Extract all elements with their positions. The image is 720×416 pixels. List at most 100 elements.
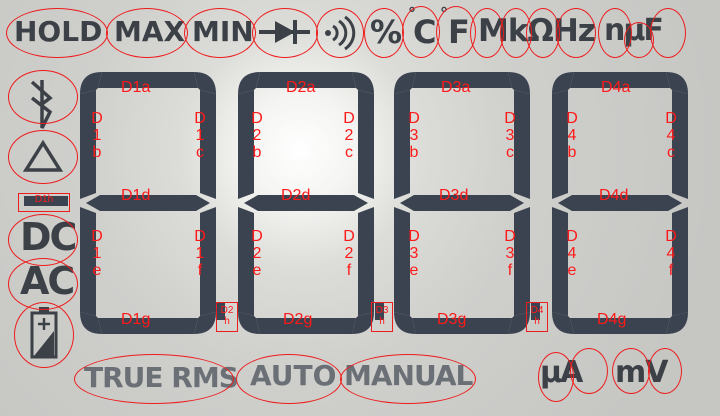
segment-label-d1g: D1g (121, 311, 151, 328)
segment-label-d3d: D3d (439, 187, 469, 204)
annotation-ellipse (556, 8, 596, 58)
segment-label-d2g: D2g (283, 311, 313, 328)
d1-segment-f (200, 207, 216, 316)
annotation-box (371, 302, 393, 332)
d2-segment-e (238, 207, 254, 316)
decimal-point-3 (531, 303, 540, 320)
d3-segment-a (412, 72, 512, 88)
annotation-ellipse (526, 8, 560, 58)
d4-segment-b (552, 90, 568, 199)
d2-segment-b (238, 90, 254, 199)
segment-label-d4a: D4a (601, 79, 631, 96)
annotation-ellipse (74, 354, 234, 404)
d1-segment-corner (80, 312, 102, 334)
d1h-segment (24, 196, 68, 206)
segment-label-d3a: D3a (441, 79, 471, 96)
d4-segment-d (558, 195, 682, 211)
d3-segment-c (514, 90, 530, 199)
d1-segment-corner (194, 72, 216, 94)
d3-segment-d (400, 195, 524, 211)
d1-segment-g (98, 318, 198, 334)
d3-segment-corner (508, 312, 530, 334)
d4-segment-corner (552, 72, 574, 94)
annotation-box (216, 302, 238, 332)
d3-segment-corner (394, 312, 416, 334)
d3-segment-f (514, 207, 530, 316)
annotation-ellipse (316, 8, 364, 58)
annotation-ellipse (6, 8, 108, 58)
d1-segment-b (80, 90, 96, 199)
segment-label-d2a: D2a (286, 79, 316, 96)
d3-segment-g (412, 318, 512, 334)
d1-segment-d (86, 195, 210, 211)
d3-segment-b (394, 90, 410, 199)
decimal-point-2 (375, 303, 384, 320)
decimal-point-1 (216, 303, 225, 320)
d1-segment-a (98, 72, 198, 88)
d4-segment-e (552, 207, 568, 316)
annotation-ellipse (650, 8, 686, 58)
d1-segment-e (80, 207, 96, 316)
annotation-ellipse (470, 8, 504, 58)
annotation-ellipse (612, 348, 650, 394)
d4-segment-f (672, 207, 688, 316)
d4-segment-corner (666, 72, 688, 94)
d3-segment-corner (508, 72, 530, 94)
d2-segment-corner (238, 72, 260, 94)
d2-segment-d (244, 195, 368, 211)
d3-segment-e (394, 207, 410, 316)
d1-segment-corner (194, 312, 216, 334)
d2-segment-a (256, 72, 356, 88)
segment-label-d3g: D3g (437, 311, 467, 328)
annotation-ellipse (14, 302, 74, 368)
annotation-ellipse (184, 8, 256, 58)
segment-label-d1a: D1a (121, 79, 151, 96)
d2-segment-f (358, 207, 374, 316)
segment-label-d4d: D4d (599, 187, 629, 204)
annotation-ellipse (236, 354, 342, 404)
annotation-ellipse (402, 6, 440, 58)
d3-segment-corner (394, 72, 416, 94)
annotation-ellipse (106, 8, 188, 58)
d4-segment-c (672, 90, 688, 199)
d4-segment-a (570, 72, 670, 88)
d1-segment-corner (80, 72, 102, 94)
d2-segment-g (256, 318, 356, 334)
segment-label-d1h: D1h (34, 194, 54, 205)
annotation-ellipse (364, 8, 404, 58)
annotation-ellipse (340, 354, 476, 404)
annotation-ellipse (8, 70, 78, 124)
segment-label-d1d: D1d (121, 187, 151, 204)
annotation-ellipse (8, 130, 78, 184)
segment-label-d4g: D4g (597, 311, 627, 328)
segment-label-d2d: D2d (281, 187, 311, 204)
annotation-ellipse (538, 352, 574, 402)
annotation-ellipse (252, 8, 318, 58)
annotation-ellipse (648, 348, 682, 394)
d1-segment-c (200, 90, 216, 199)
d4-segment-g (570, 318, 670, 334)
d2-segment-corner (238, 312, 260, 334)
d2-segment-corner (352, 72, 374, 94)
